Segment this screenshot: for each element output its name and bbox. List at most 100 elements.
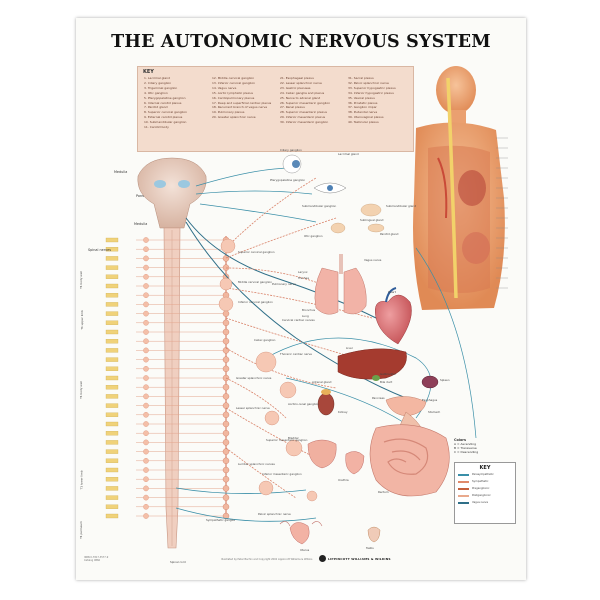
chain-ganglion (222, 457, 230, 464)
publisher-logo: LIPPINCOTT WILLIAMS & WILKINS (319, 555, 391, 562)
label-spinal-nerves: Spinal nerves (88, 248, 111, 252)
kidneys (317, 389, 335, 416)
dorsal-root-ganglion (143, 513, 149, 519)
chain-ganglion (222, 310, 230, 317)
dermatome-bar (105, 467, 119, 473)
dermatome-bar (105, 274, 119, 279)
label-trachea: Trachea (298, 276, 309, 280)
label-thoracic-cardiac: Thoracic cardiac nerve (280, 352, 312, 356)
legend-title: KEY (479, 465, 491, 471)
chain-ganglion (222, 264, 230, 271)
spine-region-4: T1 lower limb (79, 470, 84, 490)
label-pterygo: Pterygopalatine ganglion (270, 178, 306, 182)
label-urethra: Urethra (338, 478, 349, 482)
eye (282, 154, 347, 194)
dorsal-root-ganglion (143, 301, 149, 308)
dorsal-root-ganglion (143, 338, 149, 345)
dermatome-bar (105, 504, 119, 509)
chain-ganglion (222, 338, 230, 345)
label-superior-mesenteric: Superior mesenteric ganglion (266, 438, 308, 442)
lungs (314, 254, 367, 315)
label-stomach: Stomach (428, 410, 441, 414)
dermatome-bar (105, 403, 119, 408)
dorsal-root-ganglion (143, 255, 149, 262)
dermatome-bar (105, 394, 119, 399)
dermatome-bar (105, 458, 119, 463)
dorsal-root-ganglion (143, 467, 149, 473)
dermatome-bar (105, 348, 119, 353)
dermatome-bar (105, 385, 119, 390)
dermatome-bar (105, 265, 119, 270)
brain-stem (137, 157, 207, 229)
dorsal-root-ganglion (143, 273, 149, 280)
chain-ganglion (222, 503, 230, 510)
label-sympathetic-ganglia: Sympathetic ganglia (206, 518, 235, 522)
dermatome-bars (105, 237, 119, 519)
copyright-text: Illustrated by Peter Bachin and Copyrigh… (221, 558, 313, 561)
dorsal-root-ganglion (143, 430, 149, 437)
intestines (369, 424, 450, 497)
dermatome-bar (105, 431, 119, 436)
legend-row: Preganglionic (455, 485, 515, 492)
dorsal-root-ganglion (143, 457, 149, 464)
publisher-logo-text: LIPPINCOTT WILLIAMS & WILKINS (328, 556, 391, 561)
dermatome-bar (105, 247, 119, 252)
spine-region-2: T1 upper limb (79, 310, 84, 330)
chain-ganglion (222, 356, 230, 363)
label-parotid: Parotid gland (380, 232, 399, 236)
label-larynx: Larynx (298, 270, 308, 274)
chain-ganglion (222, 384, 230, 391)
bladder-uterus (279, 439, 381, 545)
heart (375, 287, 412, 345)
dorsal-root-ganglion (143, 319, 149, 326)
dermatome-bar (105, 339, 119, 344)
dermatome-bar (105, 495, 119, 500)
chain-ganglion (222, 448, 230, 455)
label-ciliary: Ciliary ganglion (280, 148, 302, 152)
dermatome-bar (105, 421, 119, 427)
dorsal-root-ganglion (143, 237, 149, 243)
dorsal-root-ganglion (143, 485, 149, 492)
label-superior-cervical: Superior cervical ganglion (238, 250, 275, 254)
dermatome-bar (105, 412, 119, 417)
dorsal-root-ganglion (143, 264, 149, 271)
spine-region-5: T1 perineum (78, 521, 83, 539)
label-greater-splanchnic: Greater splanchnic nerve (236, 376, 272, 380)
dermatome-bar (105, 329, 119, 335)
chain-ganglion (222, 420, 230, 428)
liver (337, 348, 407, 381)
legend-box: KEY Parasympathetic Sympathetic Pregangl… (454, 462, 516, 524)
label-lumbar-splanchnic: Lumbar splanchnic nerves (238, 462, 275, 466)
dermatome-bar (105, 440, 119, 445)
chain-ganglion (222, 439, 230, 446)
label-uterus: Uterus (300, 548, 310, 552)
label-celiac: Celiac ganglion (254, 338, 276, 342)
legend-row: Postganglionic (455, 492, 515, 499)
nervous-system-illustration (105, 66, 508, 549)
dermatome-bar (105, 477, 119, 482)
dermatome-bar (105, 449, 119, 454)
legend-row: Sympathetic (455, 478, 515, 485)
dorsal-root-ganglion (143, 292, 149, 299)
chain-ganglion (222, 485, 230, 492)
body-silhouette (413, 66, 508, 310)
dorsal-root-ganglion (143, 310, 149, 317)
label-gallbladder: Gallbladder (380, 372, 397, 376)
dorsal-root-ganglion (143, 448, 149, 455)
chain-ganglion (222, 319, 230, 326)
dermatome-bar (105, 357, 119, 362)
label-aorticorenal: Aortico-renal ganglion (288, 402, 319, 406)
dorsal-root-ganglion (143, 421, 149, 427)
label-cardiac: Cervical cardiac nerves (282, 318, 315, 322)
label-bronchus: Bronchus (302, 308, 316, 312)
label-pons: Pons (136, 194, 144, 198)
label-medulla: Medulla (114, 170, 128, 174)
dorsal-root-ganglion (143, 411, 149, 418)
dermatome-bar (105, 486, 119, 491)
dermatome-bar (105, 375, 119, 381)
spine-region-3: T1 body wall (78, 381, 83, 399)
